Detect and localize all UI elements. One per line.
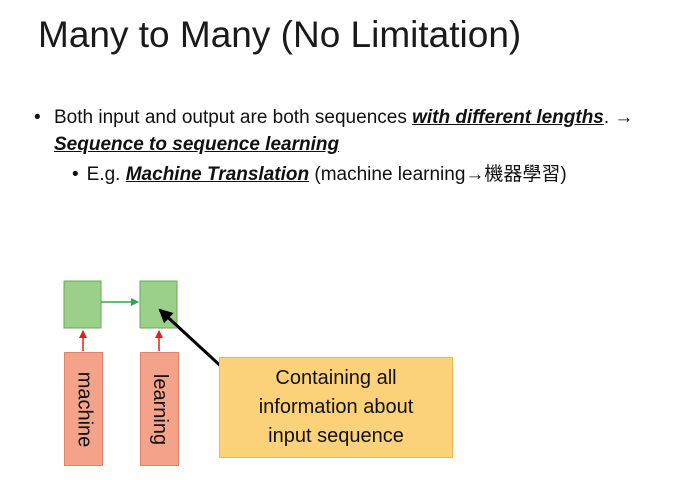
sub-bullet-text-b: (machine learning→機器學習) <box>309 164 567 185</box>
bullet-text: Both input and output are both sequences… <box>54 104 634 158</box>
context-note: Containing all information about input s… <box>219 357 453 458</box>
emphasis-different-lengths: with different lengths <box>412 107 604 128</box>
input-word-machine-label: machine <box>73 371 96 447</box>
sub-bullet-example: • E.g. Machine Translation (machine learn… <box>72 161 672 188</box>
sub-bullet-dot: • <box>72 164 79 185</box>
bullet-dot: • <box>34 107 41 128</box>
bullet-text-b: . → <box>603 107 634 128</box>
note-line-3: input sequence <box>268 425 404 447</box>
sub-bullet-text-a: E.g. <box>86 164 126 185</box>
emphasis-machine-translation: Machine Translation <box>125 164 310 185</box>
input-word-machine: machine <box>64 352 103 466</box>
slide-title: Many to Many (No Limitation) <box>38 14 522 55</box>
bullet-sequence-definition: • Both input and output are both sequenc… <box>34 104 634 158</box>
input-word-learning-label: learning <box>149 373 172 445</box>
note-line-1: Containing all <box>275 367 397 389</box>
rnn-cell-2 <box>139 280 178 329</box>
emphasis-seq2seq: Sequence to sequence learning <box>54 134 340 155</box>
note-line-2: information about <box>258 396 414 418</box>
bullet-text-a: Both input and output are both sequences <box>54 107 413 128</box>
rnn-cell-1 <box>63 280 102 329</box>
input-word-learning: learning <box>140 352 179 466</box>
